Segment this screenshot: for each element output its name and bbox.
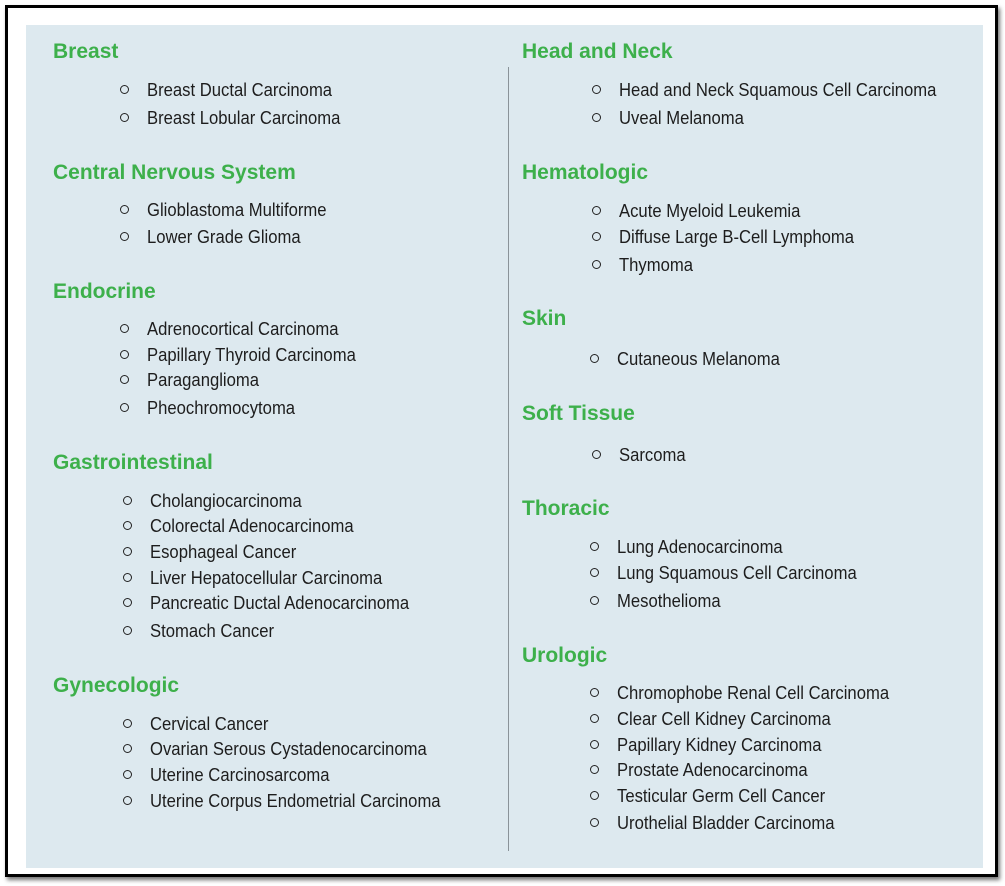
cancer-type-label: Ovarian Serous Cystadenocarcinoma [150,738,427,759]
cancer-type-label: Papillary Thyroid Carcinoma [147,344,356,365]
cancer-type-label: Breast Lobular Carcinoma [147,107,341,128]
cancer-type-label: Breast Ductal Carcinoma [147,79,333,100]
circle-bullet-icon [120,85,129,94]
cancer-type-label: Testicular Germ Cell Cancer [617,785,826,806]
circle-bullet-icon [123,626,132,635]
circle-bullet-icon [590,765,599,774]
circle-bullet-icon [590,791,599,800]
cancer-type-label: Esophageal Cancer [150,541,297,562]
cancer-type-label: Urothelial Bladder Carcinoma [617,812,835,833]
category-heading-thoracic: Thoracic [522,497,610,520]
cancer-type-label: Pancreatic Ductal Adenocarcinoma [150,592,410,613]
cancer-type-label: Liver Hepatocellular Carcinoma [150,567,383,588]
circle-bullet-icon [590,542,599,551]
circle-bullet-icon [592,206,601,215]
circle-bullet-icon [592,113,601,122]
cancer-type-label: Head and Neck Squamous Cell Carcinoma [619,79,937,100]
cancer-type-label: Glioblastoma Multiforme [147,199,327,220]
category-heading-head-and-neck: Head and Neck [522,40,673,63]
circle-bullet-icon [120,375,129,384]
circle-bullet-icon [120,350,129,359]
cancer-type-label: Adrenocortical Carcinoma [147,318,339,339]
circle-bullet-icon [592,260,601,269]
circle-bullet-icon [120,403,129,412]
cancer-type-label: Clear Cell Kidney Carcinoma [617,708,831,729]
circle-bullet-icon [590,568,599,577]
cancer-type-label: Diffuse Large B-Cell Lymphoma [619,226,855,247]
cancer-type-label: Acute Myeloid Leukemia [619,200,801,221]
circle-bullet-icon [592,85,601,94]
cancer-type-label: Lung Adenocarcinoma [617,536,783,557]
circle-bullet-icon [590,596,599,605]
category-heading-central-nervous-system: Central Nervous System [53,161,296,184]
cancer-type-label: Lower Grade Glioma [147,226,301,247]
circle-bullet-icon [590,688,599,697]
category-heading-skin: Skin [522,307,567,330]
category-heading-gastrointestinal: Gastrointestinal [53,451,213,474]
cancer-type-label: Colorectal Adenocarcinoma [150,515,354,536]
category-heading-gynecologic: Gynecologic [53,674,180,697]
circle-bullet-icon [123,547,132,556]
circle-bullet-icon [123,744,132,753]
category-heading-endocrine: Endocrine [53,280,156,303]
cancer-type-label: Uterine Corpus Endometrial Carcinoma [150,790,441,811]
cancer-type-label: Thymoma [619,254,694,275]
circle-bullet-icon [123,573,132,582]
cancer-type-label: Chromophobe Renal Cell Carcinoma [617,682,890,703]
circle-bullet-icon [123,496,132,505]
circle-bullet-icon [123,598,132,607]
circle-bullet-icon [123,521,132,530]
column-divider [508,67,509,851]
circle-bullet-icon [590,740,599,749]
cancer-type-label: Paraganglioma [147,369,260,390]
category-heading-urologic: Urologic [522,644,608,667]
cancer-type-label: Cutaneous Melanoma [617,348,780,369]
cancer-type-label: Sarcoma [619,444,686,465]
cancer-type-label: Cervical Cancer [150,713,269,734]
cancer-type-label: Prostate Adenocarcinoma [617,759,808,780]
cancer-type-label: Pheochromocytoma [147,397,296,418]
circle-bullet-icon [592,450,601,459]
circle-bullet-icon [123,770,132,779]
circle-bullet-icon [590,714,599,723]
category-heading-soft-tissue: Soft Tissue [522,402,635,425]
circle-bullet-icon [123,719,132,728]
category-heading-breast: Breast [53,40,119,63]
cancer-type-label: Mesothelioma [617,590,721,611]
circle-bullet-icon [120,113,129,122]
circle-bullet-icon [123,796,132,805]
cancer-type-label: Papillary Kidney Carcinoma [617,734,822,755]
cancer-type-label: Uterine Carcinosarcoma [150,764,330,785]
circle-bullet-icon [590,818,599,827]
cancer-type-label: Stomach Cancer [150,620,275,641]
circle-bullet-icon [120,324,129,333]
circle-bullet-icon [120,205,129,214]
circle-bullet-icon [590,354,599,363]
cancer-type-label: Lung Squamous Cell Carcinoma [617,562,857,583]
cancer-type-label: Uveal Melanoma [619,107,744,128]
circle-bullet-icon [120,232,129,241]
category-heading-hematologic: Hematologic [522,161,649,184]
circle-bullet-icon [592,232,601,241]
cancer-type-label: Cholangiocarcinoma [150,490,302,511]
